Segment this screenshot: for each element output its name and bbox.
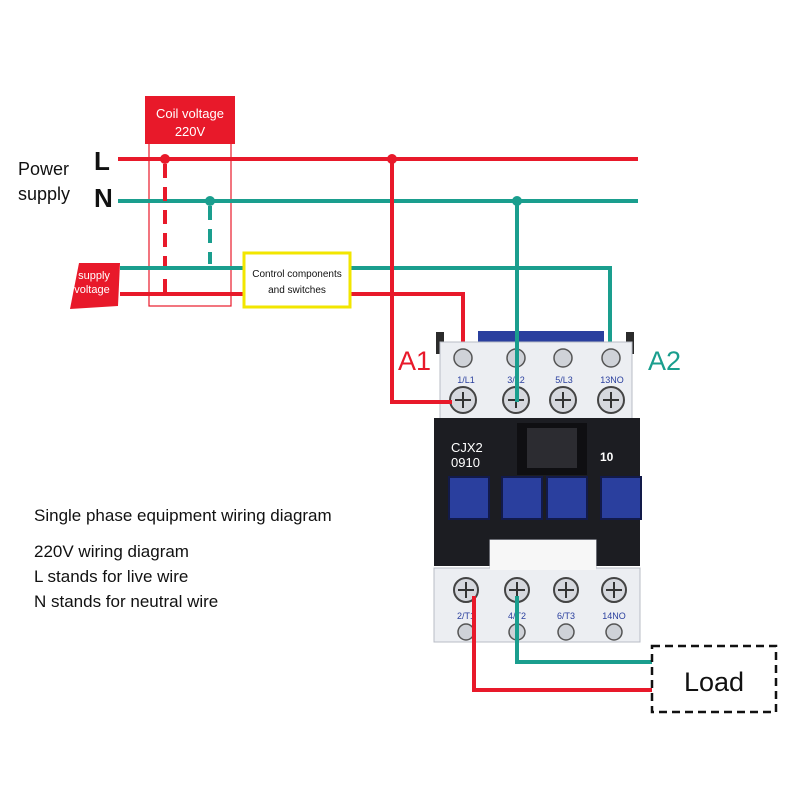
- power-supply-label-line1: Power: [18, 159, 69, 179]
- top-terminal-screws: [453, 348, 621, 368]
- description-title: Single phase equipment wiring diagram: [34, 506, 332, 525]
- contactor-model-line1: CJX2: [451, 440, 483, 455]
- control-live-wire-right: [350, 292, 465, 356]
- coil-voltage-label-line1: Coil voltage: [156, 106, 224, 121]
- contactor-lower-notch: [490, 540, 596, 570]
- description-line-3: N stands for neutral wire: [34, 592, 219, 611]
- contactor-blue-button-1: [448, 476, 490, 520]
- power-supply-label-line2: supply: [18, 184, 70, 204]
- load-label: Load: [684, 667, 744, 697]
- control-neutral-wire-right: [350, 266, 612, 356]
- top-terminal-main-screws: [449, 386, 625, 414]
- load-box: [650, 644, 778, 714]
- contactor-blue-button-3: [546, 476, 588, 520]
- live-line-label: L: [94, 146, 110, 176]
- coil-terminal-a1-label: A1: [398, 346, 431, 376]
- neutral-line-label: N: [94, 183, 113, 213]
- contactor-blue-button-4: [600, 476, 642, 520]
- terminal-label-6-T3: 6/T3: [557, 611, 575, 621]
- contactor-model-line2: 0910: [451, 455, 480, 470]
- supply-voltage-label-line2: voltage: [74, 284, 109, 296]
- contactor-rating: 10: [600, 450, 614, 464]
- terminal-label-14NO: 14NO: [602, 611, 626, 621]
- main-live-wire-to-L1: [390, 159, 452, 404]
- terminal-label-5-L3: 5/L3: [555, 375, 573, 385]
- neutral-junction-coil: [205, 196, 215, 206]
- coil-voltage-label-line2: 220V: [175, 124, 206, 139]
- supply-voltage-tag: [70, 263, 120, 309]
- coil-terminal-a2-label: A2: [648, 346, 681, 376]
- control-components-box: [242, 251, 352, 309]
- load-live-wire: [472, 596, 652, 692]
- description-line-2: L stands for live wire: [34, 567, 189, 586]
- terminal-label-13NO: 13NO: [600, 375, 624, 385]
- control-components-label-line1: Control components: [252, 269, 342, 280]
- supply-voltage-label-line1: supply: [78, 270, 110, 282]
- live-junction-coil: [160, 154, 170, 164]
- coil-voltage-label-bg: [145, 96, 235, 144]
- terminal-label-1-L1: 1/L1: [457, 375, 475, 385]
- contactor-blue-button-2: [501, 476, 543, 520]
- terminal-label-2-T1: 2/T1: [457, 611, 475, 621]
- control-components-label-line2: and switches: [268, 285, 326, 296]
- description-line-1: 220V wiring diagram: [34, 542, 189, 561]
- load-neutral-wire: [515, 596, 652, 664]
- contactor-center-window-inner: [527, 428, 577, 468]
- contactor: CJX2 0910 10: [433, 331, 642, 643]
